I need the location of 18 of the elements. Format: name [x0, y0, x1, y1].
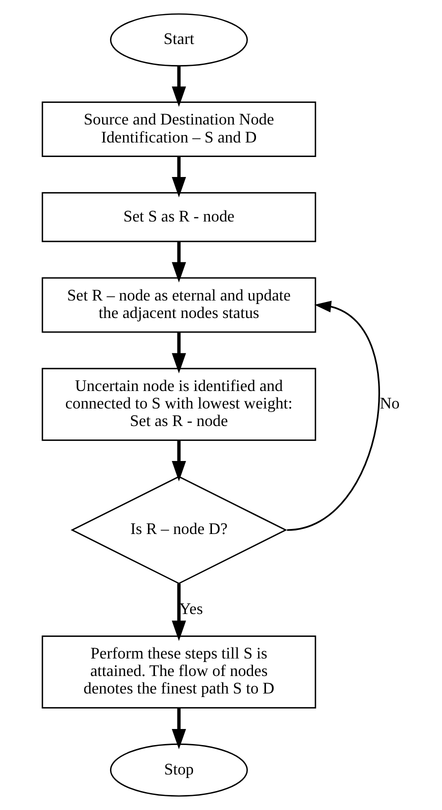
node-ellipse: Stop: [110, 743, 248, 797]
arrow: [171, 332, 186, 374]
node-diamond: Is R – node D?: [70, 476, 287, 584]
arrow: [171, 156, 186, 198]
arrow: [171, 242, 186, 282]
node-box: Perform these steps till S is attained. The flow of nodes denotes the finest path S to D: [41, 635, 316, 708]
arrow: [286, 300, 380, 531]
node-box: Set R – node as eternal and update the adjacent nodes status: [41, 277, 316, 333]
node-box: Set S as R - node: [41, 192, 316, 242]
arrow: [171, 66, 186, 107]
arrow: [171, 440, 186, 482]
arrow: [171, 584, 186, 641]
node-box: Uncertain node is identified and connected to S with lowest weight: Set as R - node: [41, 368, 316, 441]
edge-label: No: [379, 394, 400, 413]
node-ellipse: Start: [110, 13, 248, 67]
arrow: [171, 708, 186, 750]
node-box: Source and Destination Node Identification – S and D: [41, 102, 316, 157]
edge-label: Yes: [178, 600, 202, 618]
